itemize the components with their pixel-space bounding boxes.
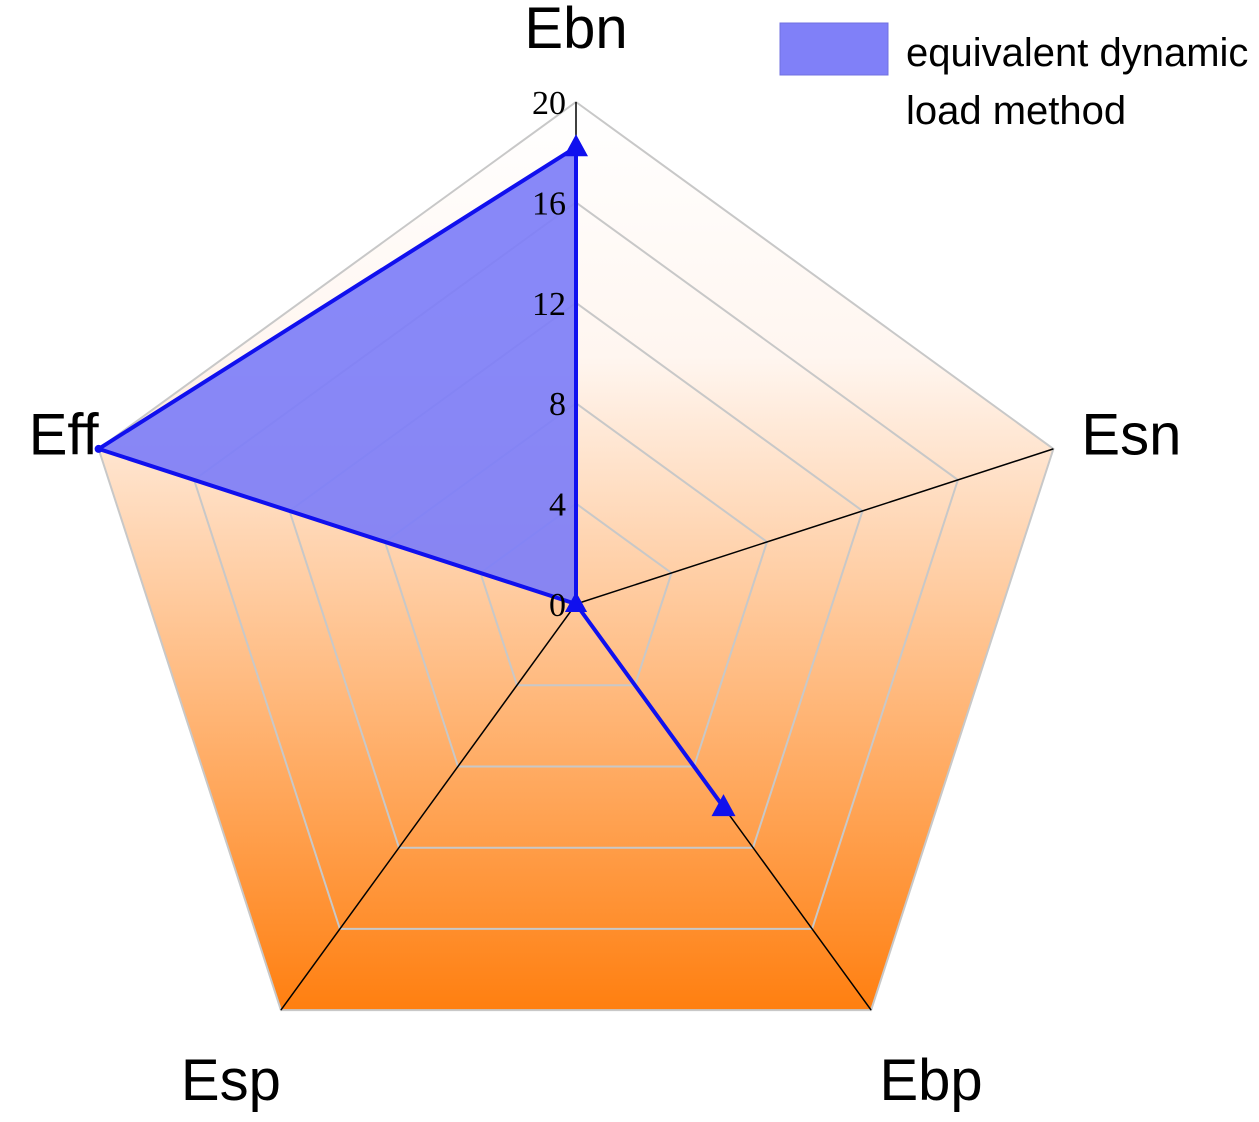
legend-swatch <box>779 22 889 76</box>
axis-line-esp <box>280 603 577 1011</box>
axis-label-ebp: Ebp <box>879 1048 982 1113</box>
tick-label: 16 <box>532 185 566 222</box>
axis-label-eff: Eff <box>29 403 100 468</box>
tick-label: 8 <box>549 386 566 423</box>
legend-line-2: load method <box>906 89 1126 133</box>
axis-label-ebn: Ebn <box>524 0 627 61</box>
tick-label: 0 <box>549 587 566 624</box>
series-area <box>96 145 726 810</box>
tick-label: 20 <box>532 85 566 122</box>
tick-label: 12 <box>532 286 566 323</box>
marker-esp <box>565 592 587 612</box>
grid-ring <box>97 100 1055 1012</box>
axis-label-esn: Esn <box>1081 403 1181 468</box>
tick-labels: 0 4 8 12 16 20 <box>532 85 566 624</box>
axis-label-esp: Esp <box>181 1048 281 1113</box>
marker-ebp <box>711 794 736 817</box>
axis-line-esn <box>575 448 1054 605</box>
tick-label: 4 <box>549 487 566 524</box>
series-markers <box>94 134 736 817</box>
marker-eff <box>94 444 103 453</box>
legend-line-1: equivalent dynamic <box>906 31 1248 75</box>
marker-ebn <box>564 134 588 157</box>
legend: equivalent dynamic load method <box>779 22 1248 133</box>
